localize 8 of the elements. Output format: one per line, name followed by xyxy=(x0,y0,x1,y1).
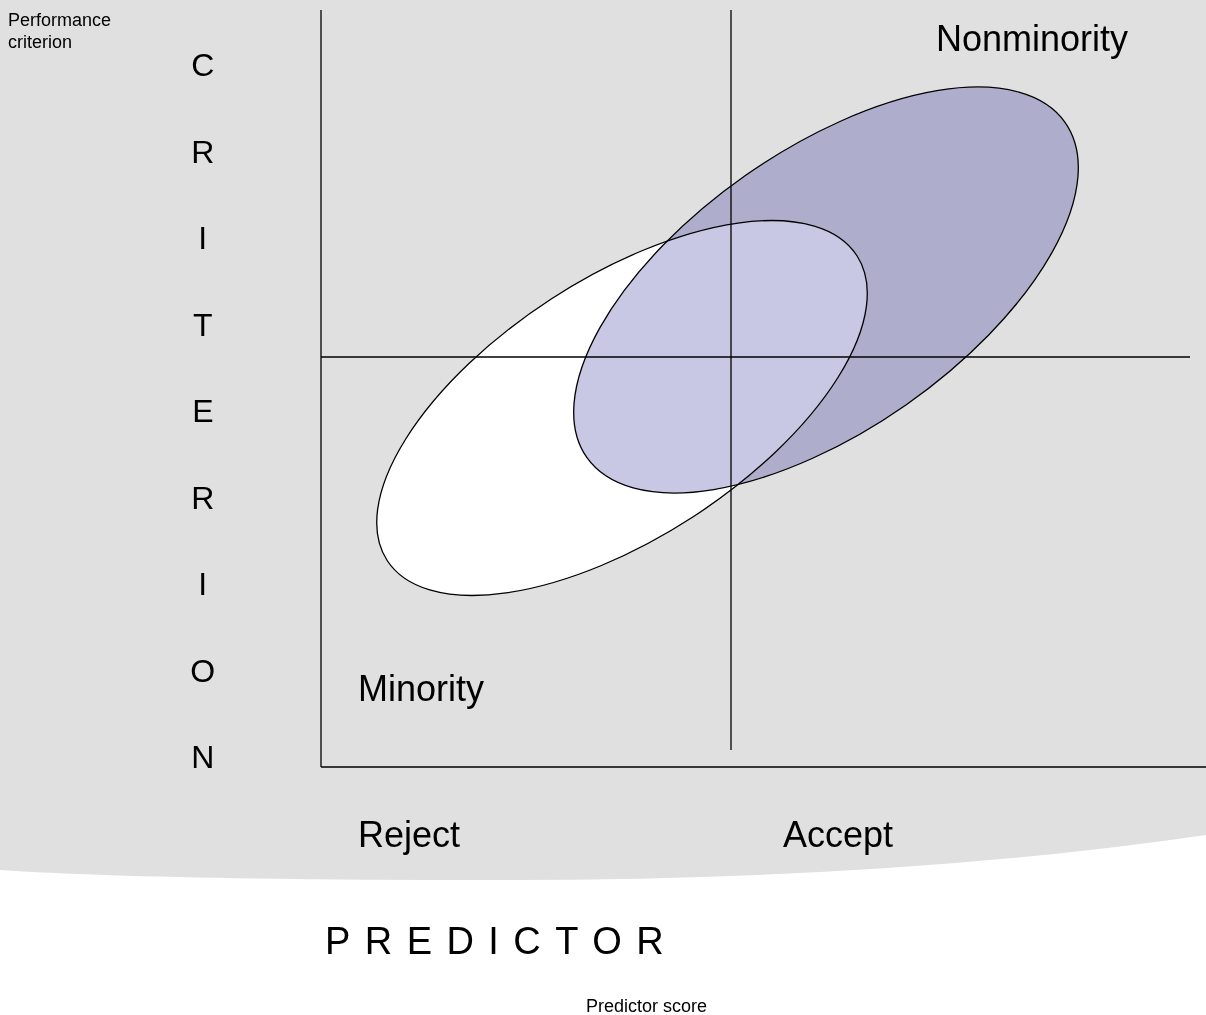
group-label: Nonminority xyxy=(936,18,1129,60)
axis-title: Performance criterion xyxy=(8,10,113,54)
axis-title: Predictor score xyxy=(586,996,708,1015)
axis-label: CRITERION xyxy=(190,46,216,777)
region-label: Reject xyxy=(358,814,461,856)
region-label: Accept xyxy=(783,814,894,856)
group-label: Minority xyxy=(358,668,485,710)
axis-label: PREDICTOR xyxy=(325,920,679,964)
